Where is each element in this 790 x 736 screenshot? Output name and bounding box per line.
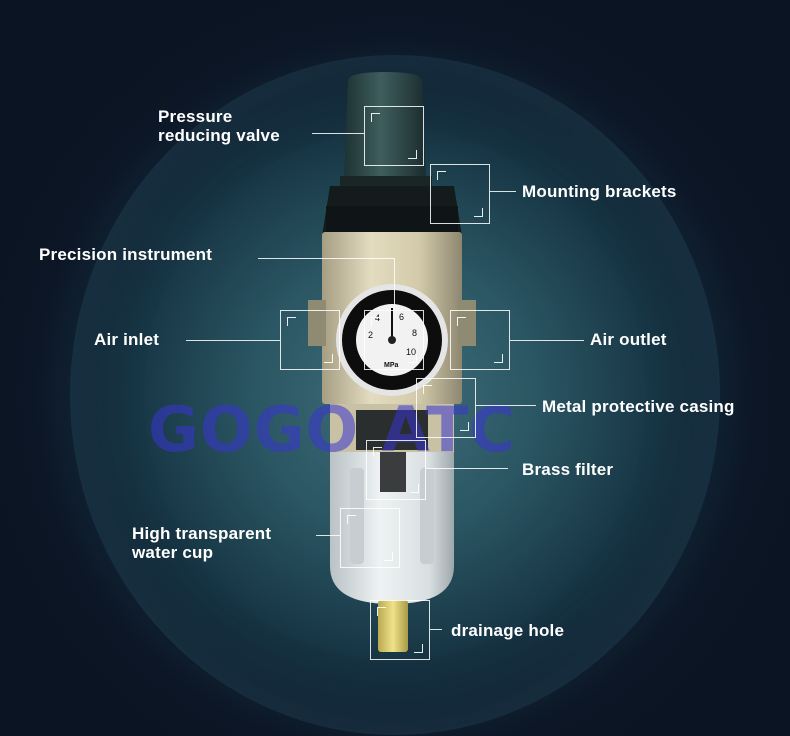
- leader-brass-filter: [426, 468, 508, 469]
- gauge-unit: MPa: [384, 362, 399, 369]
- leader-precision: [258, 258, 394, 259]
- label-brass-filter: Brass filter: [522, 460, 614, 479]
- leader-mounting: [490, 191, 516, 192]
- label-air-outlet: Air outlet: [590, 330, 667, 349]
- frame-drainage: [370, 600, 430, 660]
- label-metal-casing: Metal protective casing: [542, 397, 735, 416]
- bonnet-ring: [326, 206, 458, 232]
- leader-pressure-valve: [312, 133, 364, 134]
- gauge-tick: 2: [368, 330, 374, 340]
- label-mounting: Mounting brackets: [522, 182, 677, 201]
- leader-metal-casing: [476, 405, 536, 406]
- frame-brass-filter: [366, 440, 426, 500]
- label-drainage: drainage hole: [451, 621, 565, 640]
- watermark: GOGO ATC: [148, 393, 516, 466]
- frame-mounting: [430, 164, 490, 224]
- frame-pressure-valve: [364, 106, 424, 166]
- frame-precision: [364, 310, 424, 370]
- port-left: [308, 300, 326, 346]
- gauge-tick: 8: [412, 328, 418, 338]
- cup-slot-right: [420, 468, 434, 564]
- label-pressure-valve: Pressure reducing valve: [158, 107, 280, 145]
- label-water-cup: High transparent water cup: [132, 524, 272, 562]
- cup-slot-left: [350, 468, 364, 564]
- frame-air-outlet: [450, 310, 510, 370]
- brass-filter-core: [380, 452, 406, 492]
- leader-drainage: [430, 629, 442, 630]
- gauge-tick: 4: [375, 313, 381, 323]
- leader-water-cup: [316, 535, 340, 536]
- frame-metal-casing: [416, 378, 476, 438]
- gauge-tick: 10: [406, 347, 417, 357]
- leader-air-outlet: [510, 340, 584, 341]
- gauge-tick: 6: [399, 312, 405, 322]
- leader-air-inlet: [186, 340, 280, 341]
- label-precision: Precision instrument: [39, 245, 213, 264]
- leader-precision-drop: [394, 258, 395, 310]
- frame-air-inlet: [280, 310, 340, 370]
- gauge-pivot: [388, 336, 396, 344]
- drain-valve: [378, 600, 408, 652]
- port-right: [458, 300, 476, 346]
- frame-water-cup: [340, 508, 400, 568]
- label-air-inlet: Air inlet: [94, 330, 160, 349]
